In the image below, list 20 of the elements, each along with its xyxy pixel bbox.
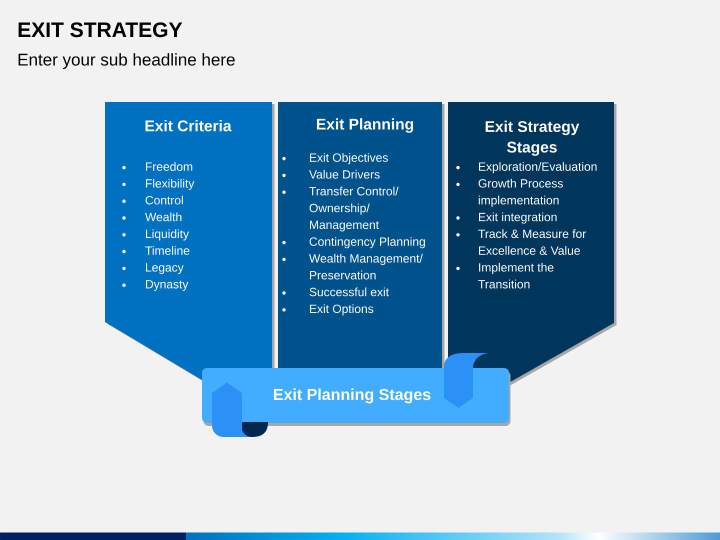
list-item: Successful exit <box>310 287 389 296</box>
list-item: Freedom <box>146 162 192 171</box>
list-item: Timeline <box>145 246 190 255</box>
list-item: Legacy <box>146 263 184 274</box>
list-item: Exit Objectives <box>310 153 388 164</box>
panel-heading: Exit Planning <box>316 118 414 133</box>
ribbon-banner: Exit Planning Stages <box>202 353 510 437</box>
list-item: Dynasty <box>146 280 188 291</box>
list-item: Wealth <box>145 212 182 222</box>
list-item: Control <box>146 196 183 204</box>
panel-heading: Exit Criteria <box>146 120 232 132</box>
list-item: Wealth Management/ Preservation <box>309 254 423 280</box>
list-item: Value Drivers <box>309 170 380 179</box>
list-item: Flexibility <box>146 178 194 190</box>
list-item: Contingency Planning <box>310 237 425 248</box>
list-item: Liquidity <box>146 229 189 240</box>
slide-title: EXIT STRATEGY <box>18 22 182 38</box>
list-item: Exit Options <box>310 304 374 316</box>
list-item: Transfer Control/ Ownership/ Management <box>309 186 399 232</box>
sub-headline: Enter your sub headline here <box>18 53 235 70</box>
